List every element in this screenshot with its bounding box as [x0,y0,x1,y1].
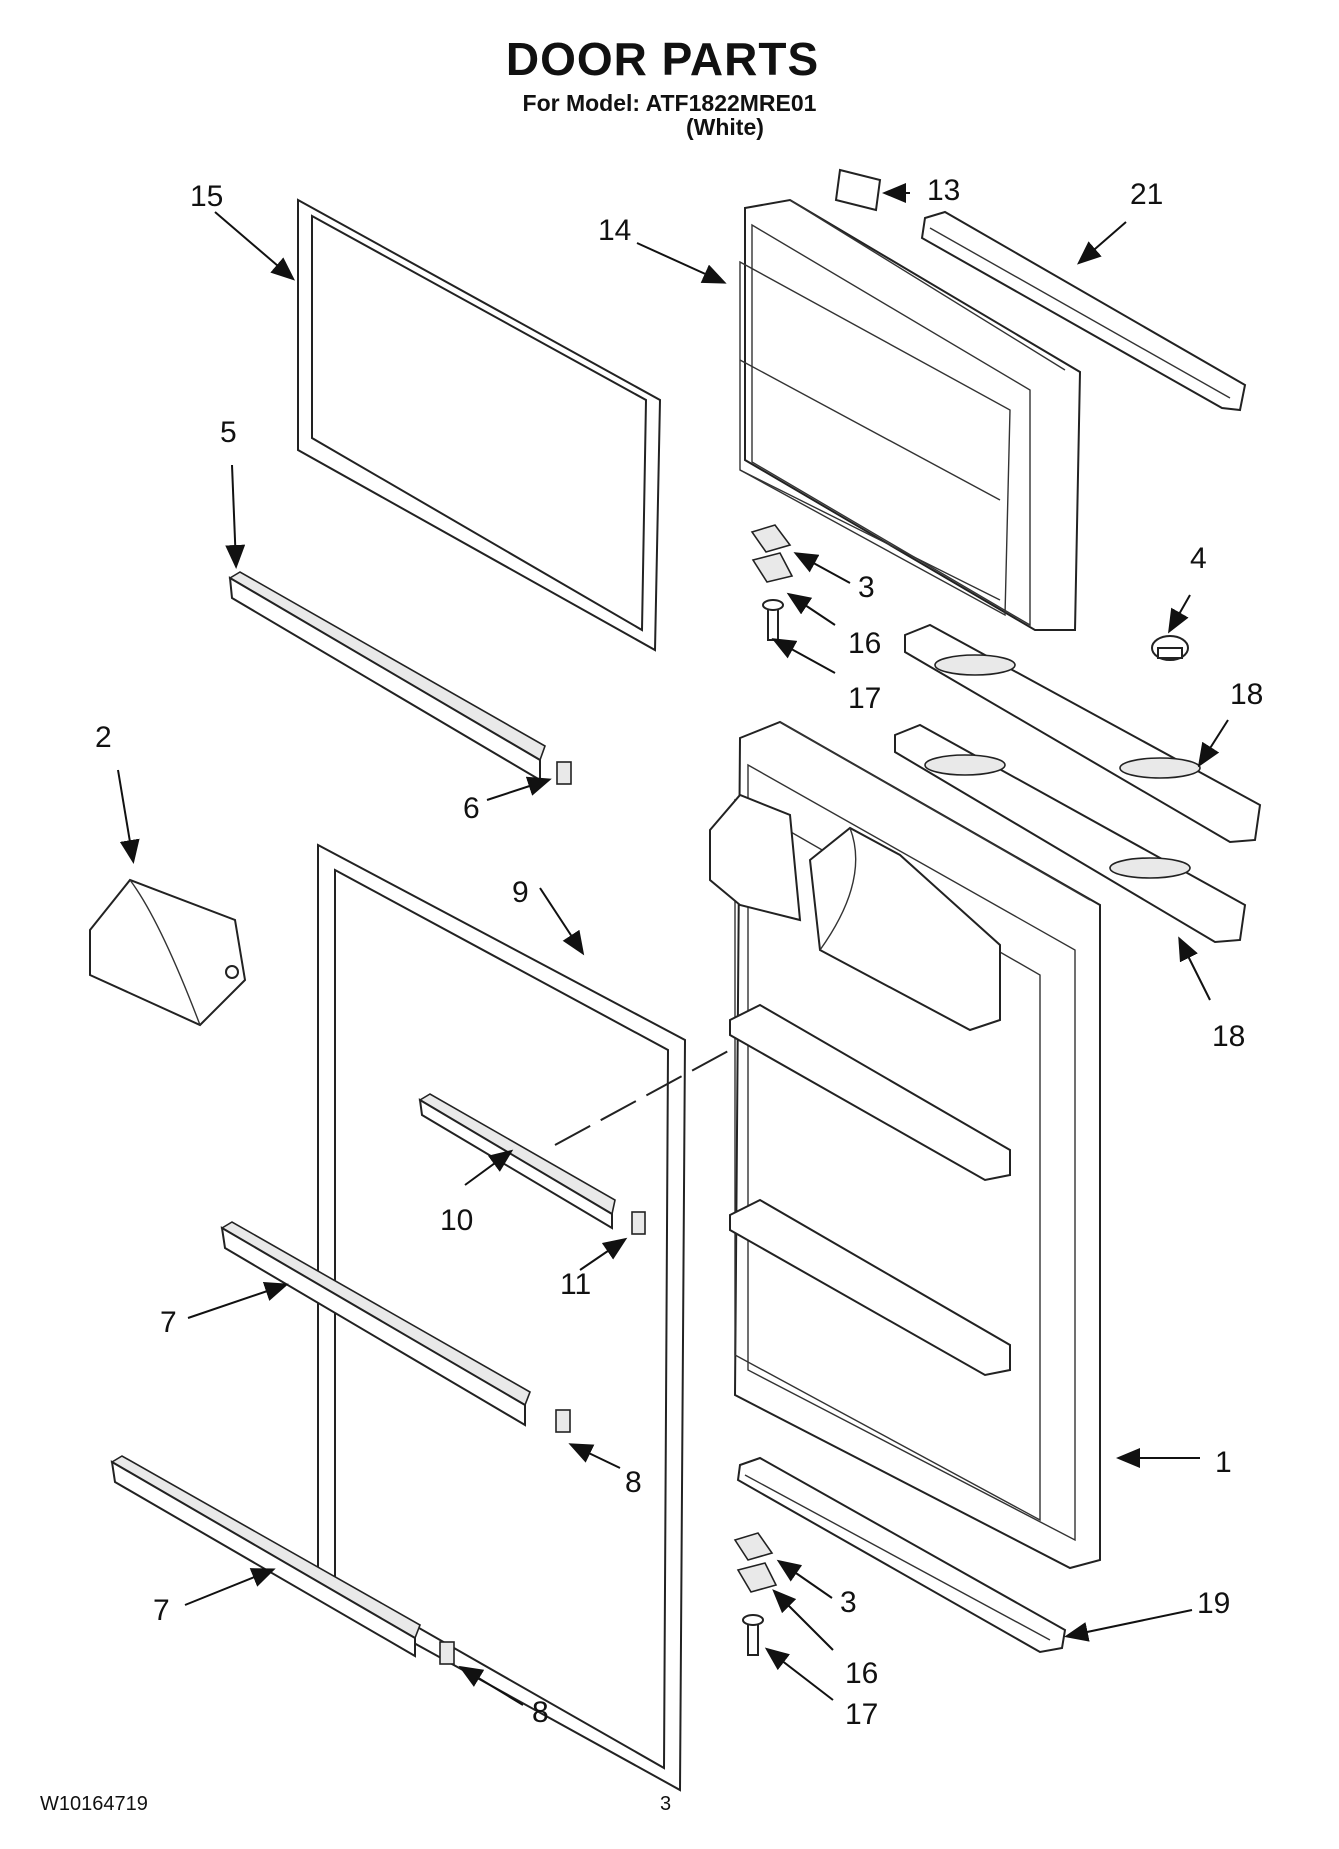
page-title: DOOR PARTS [505,33,820,85]
freezer-door-part-14 [739,198,1082,631]
breaker-strip-part-10 [418,1093,616,1230]
freezer-breaker-strip-part-5 [228,571,546,782]
callout-14: 14 [598,214,631,247]
clip-upper-part-8 [555,1409,571,1433]
callout-19: 19 [1197,1587,1230,1620]
callout-2: 2 [95,721,112,754]
callout-7-lower: 7 [153,1594,170,1627]
callout-3-lower: 3 [840,1586,857,1619]
model-line: For Model: ATF1822MRE01 [522,90,817,116]
bottom-trim-part-19 [736,1456,1067,1654]
breaker-strip-upper-part-7 [220,1221,531,1427]
dairy-compartment-part-2 [89,878,247,1027]
callout-13: 13 [927,174,960,207]
clip-part-11 [631,1211,646,1235]
document-code: W10164719 [40,1793,148,1815]
callout-18-upper: 18 [1230,678,1263,711]
clip-part-6 [556,761,572,785]
upper-hinge-assembly [750,524,794,641]
lower-hinge-assembly [733,1532,778,1656]
callout-17-lower: 17 [845,1698,878,1731]
callout-3-upper: 3 [858,571,875,604]
handle-lower-part-18 [894,723,1247,944]
fresh-food-door-part-1 [709,720,1101,1570]
callout-4: 4 [1190,542,1207,575]
callout-1: 1 [1215,1446,1232,1479]
callout-7-upper: 7 [160,1306,177,1339]
breaker-strip-lower-part-7 [110,1455,421,1658]
top-trim-part-21 [920,210,1247,412]
leader-arrows [117,183,1229,1706]
fresh-food-gasket-part-9 [317,843,687,1792]
color-note: (White) [686,114,764,140]
callout-11: 11 [560,1268,591,1301]
label-part-13 [834,168,882,212]
callout-18-lower: 18 [1212,1020,1245,1053]
callout-17-upper: 17 [848,682,881,715]
callout-16-upper: 16 [848,627,881,660]
callout-8-upper: 8 [625,1466,642,1499]
callout-labels: 15 5 6 2 14 13 21 3 16 17 4 18 18 9 10 1… [95,174,1263,1731]
callout-21: 21 [1130,178,1163,211]
callout-15: 15 [190,180,223,213]
callout-5: 5 [220,416,237,449]
callout-8-lower: 8 [532,1696,549,1729]
callout-16-lower: 16 [845,1657,878,1690]
page-number: 3 [660,1793,672,1815]
handle-upper-part-18 [904,623,1262,844]
callout-10: 10 [440,1204,473,1237]
freezer-gasket-part-15 [297,198,662,652]
callout-6: 6 [463,792,480,825]
clip-lower-part-8 [439,1641,455,1665]
callout-9: 9 [512,876,529,909]
plug-part-4 [1151,635,1189,661]
